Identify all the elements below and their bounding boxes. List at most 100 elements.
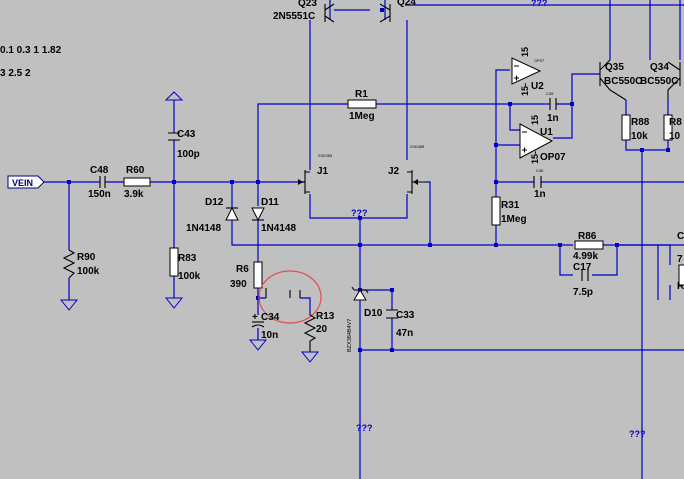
r86-value: 4.99k	[573, 251, 598, 262]
diode-d11[interactable]: D11 1N4148	[251, 197, 296, 234]
net-label-bottom-left: ???	[356, 423, 373, 433]
zener-d10[interactable]: D10 BZX384B4V7	[347, 286, 383, 352]
resistor-r6[interactable]: R6 390	[230, 261, 263, 290]
c48-ref: C48	[90, 165, 109, 176]
r86-ref: R86	[578, 231, 597, 242]
capacitor-c33[interactable]: C33 47n	[386, 309, 415, 339]
resistor-r86[interactable]: R86 4.99k	[573, 231, 604, 262]
resistor-r1[interactable]: R1 1Meg	[347, 89, 377, 122]
right-edge-partial-parts: C 7 R	[677, 231, 684, 292]
vein-port[interactable]: VEIN	[7, 175, 45, 189]
net-label-j-sources: ???	[351, 208, 368, 218]
j2-tiny: 2SK389	[410, 144, 425, 149]
q23-value: 2N5551C	[273, 11, 315, 22]
j1-tiny: 2SK389	[318, 153, 333, 158]
cu2-tiny: C35	[546, 91, 554, 96]
vein-label: VEIN	[12, 178, 33, 188]
transistor-q34[interactable]: Q34 BC550C	[640, 61, 681, 100]
u1-minus: 15-	[530, 151, 540, 164]
diode-d12[interactable]: D12 1N4148	[186, 197, 239, 234]
right-edge-r: R	[677, 281, 684, 292]
cr31-tiny: C36	[536, 168, 544, 173]
ground-symbol	[59, 299, 79, 311]
u1-value: OP07	[540, 152, 566, 163]
r13-value: 20	[316, 324, 328, 335]
resistor-r60[interactable]: R60 3.9k	[123, 165, 151, 200]
transistor-q23[interactable]: Q23 2N5551C	[273, 0, 335, 23]
r6-ref: R6	[236, 264, 249, 275]
r31-value: 1Meg	[501, 214, 527, 225]
q35-ref: Q35	[605, 62, 624, 73]
q35-value: BC550C	[604, 76, 642, 87]
capacitor-c34[interactable]: + C34 10n	[251, 312, 280, 341]
r83-value: 100k	[178, 271, 201, 282]
supply-arrow-c43	[164, 91, 184, 101]
cu2-value: 1n	[547, 113, 559, 124]
jfet-j1[interactable]: J1 2SK389	[298, 153, 333, 194]
d11-value: 1N4148	[261, 223, 296, 234]
c34-plus: +	[252, 312, 258, 323]
c33-ref: C33	[396, 310, 415, 321]
c17-ref: C17	[573, 262, 592, 273]
highlight-circle	[258, 270, 322, 324]
r6-value: 390	[230, 279, 247, 290]
c34-ref: C34	[261, 312, 280, 323]
capacitor-c48[interactable]: C48 150n	[88, 165, 111, 200]
d10-ref: D10	[364, 308, 383, 319]
capacitor-r31[interactable]: 1n C36	[533, 168, 546, 200]
net-label-unknown: ???	[531, 0, 548, 8]
resistor-r31[interactable]: R31 1Meg	[491, 196, 527, 226]
net-label-bottom-right: ???	[629, 429, 646, 439]
resistor-r13[interactable]: R13 20	[303, 311, 335, 352]
u2-minus: 15-	[520, 83, 530, 96]
d12-ref: D12	[205, 197, 224, 208]
c43-value: 100p	[177, 149, 200, 160]
r83-ref: R83	[178, 253, 197, 264]
q34-ref: Q34	[650, 62, 669, 73]
c17-value: 7.5p	[573, 287, 593, 298]
r31-ref: R31	[501, 200, 520, 211]
net-label-unknown: ???	[629, 429, 646, 439]
capacitor-u2-feedback[interactable]: C35 1n	[546, 91, 559, 124]
opamp-u2[interactable]: U2 OP07 15 15-	[511, 47, 545, 96]
top-left-text-1: 0.1 0.3 1 1.82	[0, 45, 62, 56]
capacitor-c43[interactable]: C43 100p	[168, 129, 200, 160]
ground-symbol	[164, 297, 184, 309]
cr31-value: 1n	[534, 189, 546, 200]
d12-value: 1N4148	[186, 223, 221, 234]
r13-ref: R13	[316, 311, 335, 322]
open-wire-gap	[265, 288, 301, 298]
q23-ref: Q23	[298, 0, 317, 9]
resistor-r90[interactable]: R90 100k	[62, 249, 100, 279]
right-edge-c: C	[677, 231, 684, 242]
c34-value: 10n	[261, 330, 278, 341]
j2-ref: J2	[388, 166, 400, 177]
right-edge-7: 7	[677, 254, 683, 265]
transistor-q35[interactable]: Q35 BC550C	[599, 59, 642, 101]
net-label-unknown: ???	[351, 208, 368, 218]
d10-value: BZX384B4V7	[347, 319, 353, 352]
top-left-text-2: 3 2.5 2	[0, 68, 31, 79]
jfet-j2[interactable]: J2 2SK389	[388, 144, 426, 194]
r90-value: 100k	[77, 266, 100, 277]
r87-value: 10	[669, 131, 681, 142]
r88-ref: R88	[631, 117, 650, 128]
transistor-q24[interactable]: Q24	[379, 0, 416, 23]
r1-ref: R1	[355, 89, 368, 100]
r90-ref: R90	[77, 252, 96, 263]
c33-value: 47n	[396, 328, 413, 339]
r1-value: 1Meg	[349, 111, 375, 122]
u2-tag: OP07	[534, 58, 545, 63]
capacitor-c17[interactable]: C17 7.5p	[573, 262, 593, 298]
resistor-r87[interactable]: R8 10	[663, 114, 682, 142]
resistor-r88[interactable]: R88 10k	[621, 114, 650, 142]
resistor-r83[interactable]: R83 100k	[169, 247, 201, 282]
r60-ref: R60	[126, 165, 145, 176]
q24-ref: Q24	[397, 0, 416, 8]
j1-ref: J1	[317, 166, 329, 177]
u1-plus: 15	[530, 115, 540, 125]
opamp-u1[interactable]: U1 OP07 15 15-	[519, 115, 566, 164]
junction-dots	[67, 8, 670, 352]
r88-value: 10k	[631, 131, 648, 142]
